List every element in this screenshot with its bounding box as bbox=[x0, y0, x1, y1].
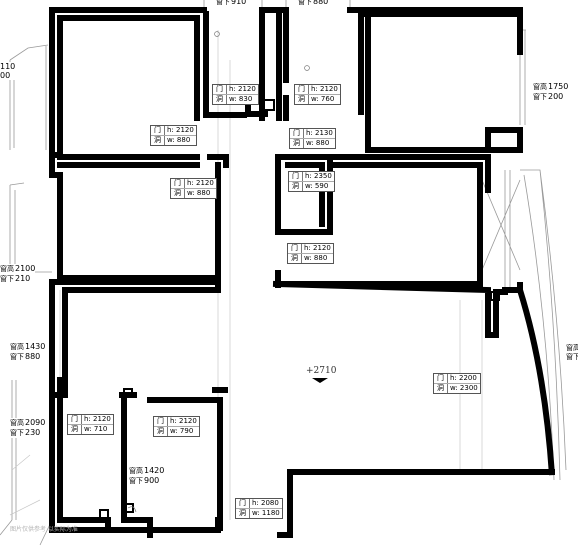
elevation-label: +2710 bbox=[306, 366, 337, 376]
pillar-icon bbox=[123, 388, 133, 398]
elevation-marker-icon bbox=[312, 378, 328, 383]
window-label: 窗高 窗下 bbox=[566, 344, 578, 362]
window-label: 110 00 bbox=[0, 62, 16, 80]
floor-drain-icon bbox=[214, 31, 220, 37]
walls bbox=[49, 7, 555, 538]
pillar-icon bbox=[99, 509, 109, 523]
watermark: 图片仅供参考 以实际为准 bbox=[10, 526, 78, 533]
fixtures bbox=[99, 31, 500, 523]
pillar-icon bbox=[124, 503, 134, 513]
pillar-icon bbox=[490, 291, 500, 301]
shaft-icon bbox=[261, 99, 275, 111]
floor-drain-icon bbox=[304, 65, 310, 71]
